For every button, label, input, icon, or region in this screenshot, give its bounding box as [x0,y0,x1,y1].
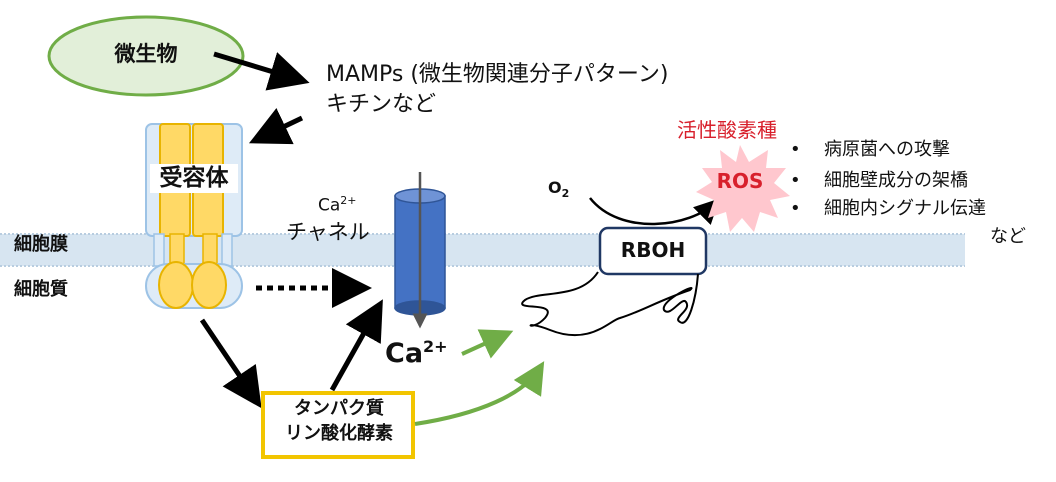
microbe-ellipse [47,15,245,97]
calcium-ion-sup: 2+ [423,337,448,356]
ros-title: 活性酸素種 [677,118,777,142]
ros-function-item: • 病原菌への攻撃 [790,141,950,159]
ca-channel-label: Ca2+ [318,195,357,215]
bullet-icon: • [790,170,801,191]
mamps-label: MAMPs (微生物関連分子パターン) [326,62,669,87]
ca-channel-label-base: Ca [318,195,341,216]
oxygen-label-sub: 2 [561,187,570,201]
rboh-loops [521,271,699,337]
ros-function-text: 細胞内シグナル伝達 [824,198,986,219]
oxygen-label-base: O [548,178,562,197]
arrow-receptor-to-kinase [199,318,262,409]
o2-to-ros-arrow [589,197,720,226]
arrow-mamps-to-receptor [248,108,304,145]
cytoplasm-label: 細胞質 [14,279,68,300]
calcium-ion-base: Ca [385,338,424,369]
ros-function-text: 細胞壁成分の架橋 [824,170,968,191]
ros-burst [696,145,790,232]
ros-label: ROS [716,169,764,193]
kinase-box [261,391,415,459]
ros-etc-label: など [990,226,1026,247]
chitin-label: キチンなど [326,92,437,117]
kinase-label-line1: タンパク質 [294,398,384,419]
cell-membrane-label: 細胞膜 [14,234,68,255]
green-arrow-kinase-to-rboh [414,361,545,426]
bullet-icon: • [790,139,801,160]
receptor-label: 受容体 [150,164,238,193]
ca-channel-label-sup: 2+ [340,194,357,207]
ca-channel-label-line2: チャネル [286,220,370,244]
ros-function-item: • 細胞内シグナル伝達 [790,200,986,218]
microbe-label: 微生物 [114,42,178,66]
green-arrow-ca-to-rboh [461,329,514,359]
arrow-microbe-to-mamps [213,51,310,91]
rboh-box [598,226,708,276]
receptor-shape [145,123,243,309]
calcium-channel [394,172,446,329]
kinase-label-line2: リン酸化酵素 [285,423,393,444]
arrow-kinase-to-channel [329,299,383,392]
ros-function-item: • 細胞壁成分の架橋 [790,172,968,190]
cell-membrane [0,233,965,267]
bullet-icon: • [790,198,801,219]
rboh-label: RBOH [620,238,686,262]
calcium-ion-label: Ca2+ [385,337,448,369]
oxygen-label: O2 [548,178,570,201]
ros-function-text: 病原菌への攻撃 [824,139,950,160]
